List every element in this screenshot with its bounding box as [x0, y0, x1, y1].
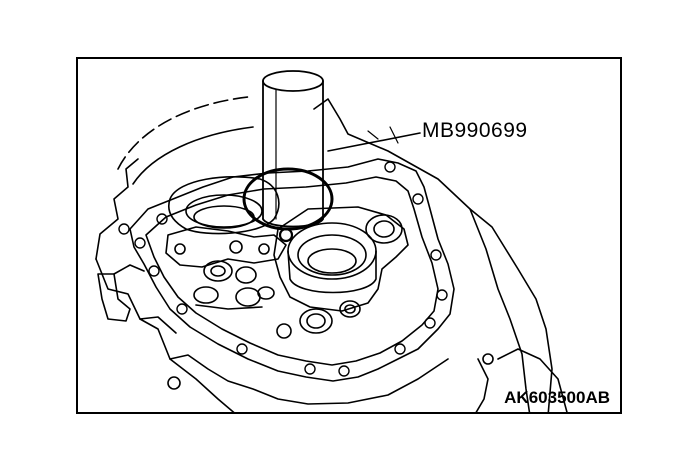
special-tool-tube	[262, 70, 324, 228]
flange-bolt-holes	[118, 161, 448, 377]
upper-bore-outer	[168, 176, 280, 235]
housing-outer-left	[95, 158, 139, 260]
main-bore-outer	[287, 222, 377, 280]
case-flange-outline	[129, 158, 455, 382]
right-small-bore-inner	[373, 220, 395, 238]
lower-case-rib-3	[475, 358, 489, 412]
shift-plate	[165, 226, 287, 268]
tool-seat-ring	[242, 167, 334, 231]
locating-pin	[278, 227, 294, 243]
transmission-case-illustration	[95, 70, 568, 412]
bore-housing-plate	[273, 206, 409, 312]
tool-leader-line	[327, 132, 421, 152]
left-bracket	[97, 273, 131, 322]
shift-plate-hole-1	[174, 243, 186, 255]
main-bore-mid	[297, 234, 367, 276]
main-bore-inner	[307, 248, 357, 274]
upper-bore-inner	[185, 194, 263, 228]
small-bores-left	[193, 260, 275, 310]
shift-plate-hole-2	[229, 240, 243, 254]
lower-bore-2-inner	[344, 304, 356, 314]
housing-outer-right-2	[469, 208, 553, 412]
figure-frame: MB990699 AK603500AB	[76, 57, 622, 414]
main-bore-wall	[287, 250, 377, 294]
lower-boss-1	[167, 376, 181, 390]
lower-case-rib-2	[139, 316, 177, 334]
shift-plate-hole-3	[258, 243, 270, 255]
housing-back-arc-inner	[132, 126, 254, 185]
lower-bore-2	[339, 300, 361, 318]
figure-code: AK603500AB	[504, 388, 610, 407]
lower-boss-2	[482, 353, 494, 365]
lower-bore-3	[276, 323, 292, 339]
housing-outer-lower-left	[95, 258, 235, 412]
lower-bore-1	[299, 308, 333, 334]
case-flange-inner	[145, 176, 439, 366]
tool-callout-label: MB990699	[422, 119, 528, 142]
right-small-bore	[365, 214, 403, 244]
lower-right-housing	[497, 348, 568, 412]
right-edge-detail	[367, 126, 399, 144]
lower-bore-1-inner	[306, 313, 326, 329]
lower-case-rib-1	[169, 354, 449, 405]
left-bracket-2	[113, 264, 145, 275]
housing-back-arc	[117, 96, 249, 170]
